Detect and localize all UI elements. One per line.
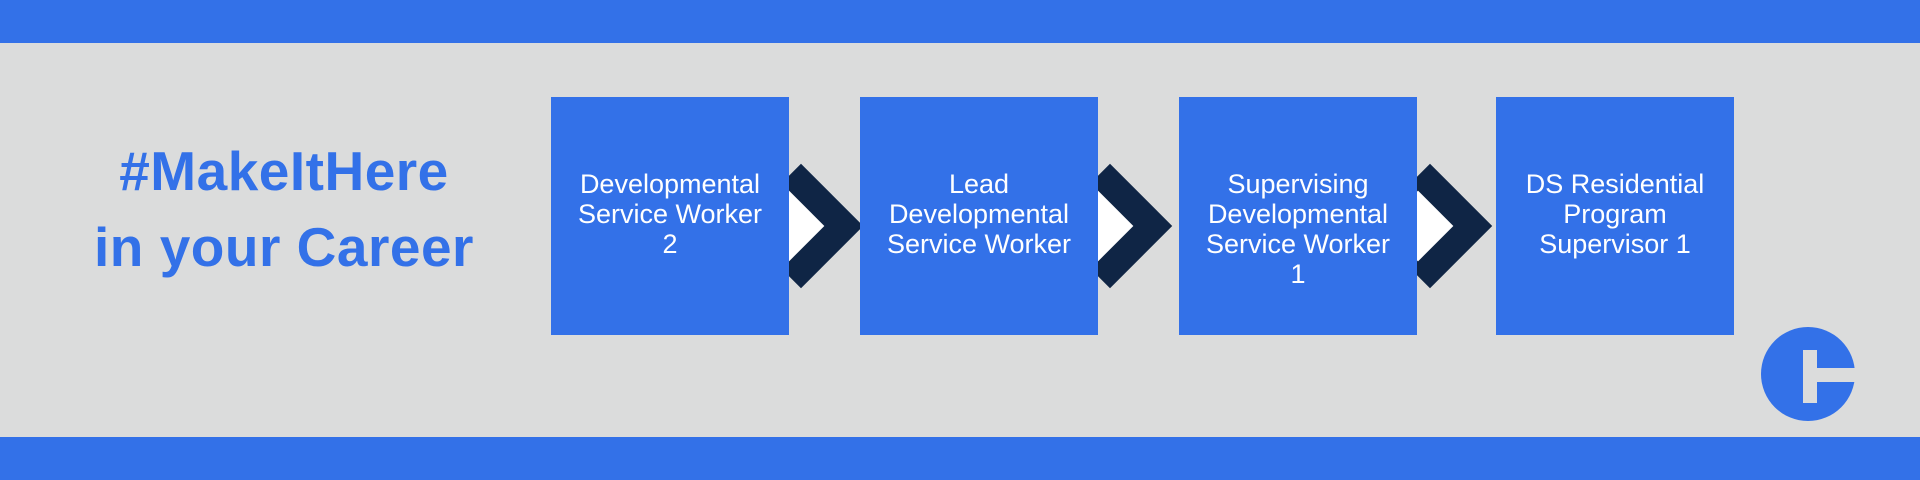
career-step-4: DS Residential Program Supervisor 1 [1496, 97, 1734, 335]
career-step-1-label: Developmental Service Worker 2 [577, 169, 763, 259]
top-accent-bar [0, 0, 1920, 43]
campaign-title: #MakeItHere in your Career [94, 140, 474, 278]
brand-logo-icon [1761, 327, 1860, 421]
bottom-accent-bar [0, 437, 1920, 480]
career-step-3-label: Supervising Developmental Service Worker… [1205, 169, 1391, 289]
career-step-3: Supervising Developmental Service Worker… [1179, 97, 1417, 335]
logo-cutout-horizontal-bar [1803, 368, 1860, 382]
career-step-1: Developmental Service Worker 2 [551, 97, 789, 335]
career-step-2: Lead Developmental Service Worker [860, 97, 1098, 335]
career-step-2-label: Lead Developmental Service Worker [886, 169, 1072, 259]
career-step-4-label: DS Residential Program Supervisor 1 [1525, 169, 1705, 259]
